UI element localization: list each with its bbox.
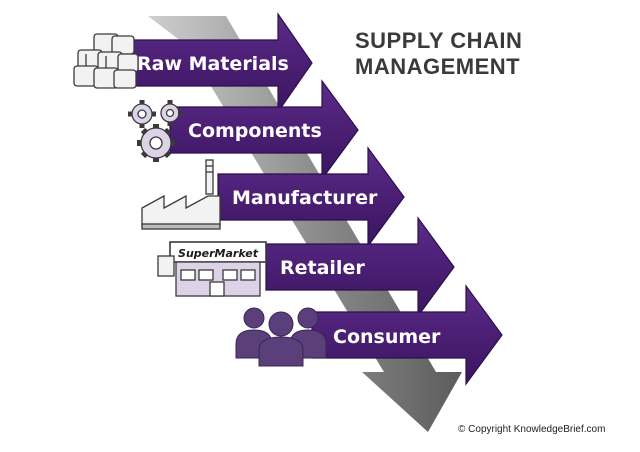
copyright-icon: © bbox=[458, 424, 466, 435]
stage-arrow-consumer bbox=[311, 284, 503, 386]
page-title: SUPPLY CHAIN MANAGEMENT bbox=[355, 28, 625, 80]
stage-label-components: Components bbox=[188, 120, 322, 142]
stage-label-retailer: Retailer bbox=[280, 257, 365, 279]
people-icon bbox=[235, 307, 327, 367]
stage-label-manufacturer: Manufacturer bbox=[232, 187, 378, 209]
stage-arrow-raw-materials bbox=[117, 12, 313, 114]
stage-arrow-manufacturer bbox=[217, 146, 405, 248]
factory-icon bbox=[141, 159, 221, 230]
stage-arrow-retailer bbox=[265, 216, 455, 318]
copyright-notice: © Copyright KnowledgeBrief.com bbox=[458, 424, 605, 435]
stage-arrow-components bbox=[169, 79, 359, 181]
title-line-1: SUPPLY CHAIN bbox=[355, 28, 523, 53]
stage-label-consumer: Consumer bbox=[333, 326, 441, 348]
supermarket-sign: SuperMarket bbox=[178, 247, 259, 260]
copyright-text: Copyright KnowledgeBrief.com bbox=[468, 424, 606, 435]
gears-icon bbox=[128, 100, 183, 162]
supermarket-icon bbox=[157, 241, 267, 297]
stage-label-raw-materials: Raw Materials bbox=[137, 53, 289, 75]
title-line-2: MANAGEMENT bbox=[355, 54, 521, 79]
cube-stack-icon bbox=[73, 33, 139, 89]
